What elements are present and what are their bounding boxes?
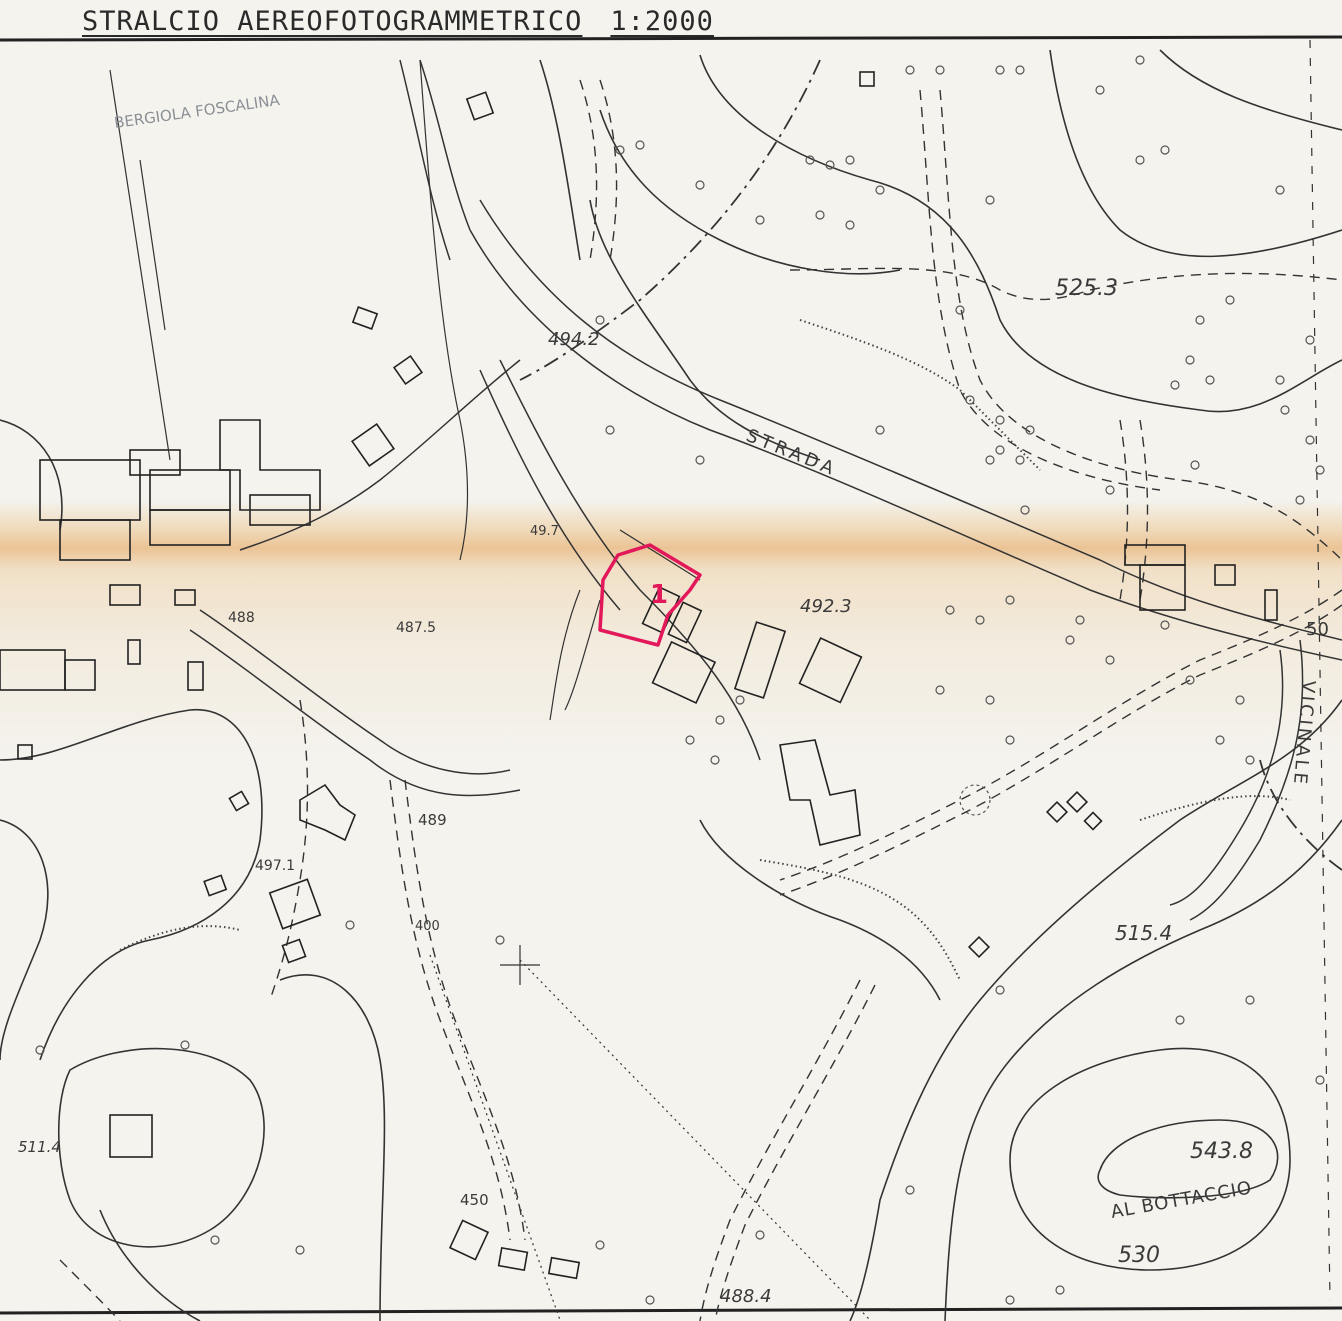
elevation-label: 488 — [228, 610, 255, 626]
elevation-label: 543.8 — [1190, 1139, 1253, 1164]
elevation-label: 488.4 — [720, 1286, 772, 1307]
misc-lines — [109, 39, 1331, 1321]
elevation-label: 50 — [1306, 619, 1329, 640]
tree-symbols — [35, 55, 1325, 1305]
roads — [189, 59, 1342, 921]
parcel-marker: 1 — [598, 543, 702, 647]
contour-lines — [0, 49, 1342, 1321]
elevation-label: 489 — [418, 811, 447, 829]
buildings — [0, 71, 1278, 1280]
elevation-label: 497.1 — [255, 858, 295, 874]
elevation-label: 450 — [460, 1191, 489, 1209]
elevation-label: 525.3 — [1055, 276, 1118, 301]
title-text: STRALCIO AEREOFOTOGRAMMETRICO — [82, 6, 583, 37]
place-label-vicinale: VICINALE — [1289, 680, 1319, 788]
map-title: STRALCIO AEREOFOTOGRAMMETRICO 1:2000 — [82, 6, 714, 37]
place-label-bergiola: BERGIOLA FOSCALINA — [113, 91, 281, 132]
place-label-bottaccio: AL BOTTACCIO — [1109, 1177, 1254, 1223]
elevation-label: 515.4 — [1115, 921, 1172, 945]
elevation-label: 511.4 — [18, 1138, 61, 1156]
elevation-labels: 525.3 494.2 49.7 492.3 488 487.5 489 497… — [18, 276, 1329, 1307]
scale-text: 1:2000 — [610, 6, 714, 37]
elevation-label: 49.7 — [530, 524, 559, 539]
map-frame — [0, 35, 1342, 1315]
elevation-label: 530 — [1118, 1243, 1160, 1268]
parcel-outline — [598, 543, 702, 647]
elevation-label: 492.3 — [800, 596, 852, 617]
paths — [59, 79, 1342, 1321]
parcel-number: 1 — [650, 580, 668, 610]
elevation-label: 487.5 — [396, 620, 436, 636]
boundary-line — [519, 59, 1342, 871]
vegetation-edges — [119, 319, 1291, 981]
place-label-strada: STRADA — [743, 425, 840, 481]
elevation-label: 494.2 — [548, 329, 600, 350]
elevation-label: 400 — [415, 919, 440, 934]
